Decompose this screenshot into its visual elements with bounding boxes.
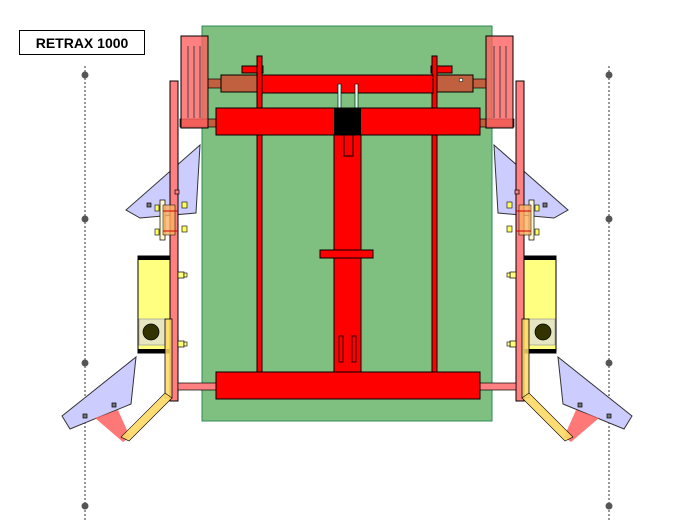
mid-crossbar [319,249,374,259]
hitch-block [334,108,361,135]
top-crossbar [261,74,434,94]
diagram-title: RETRAX 1000 [19,30,145,55]
rear-crossbar [215,371,481,400]
